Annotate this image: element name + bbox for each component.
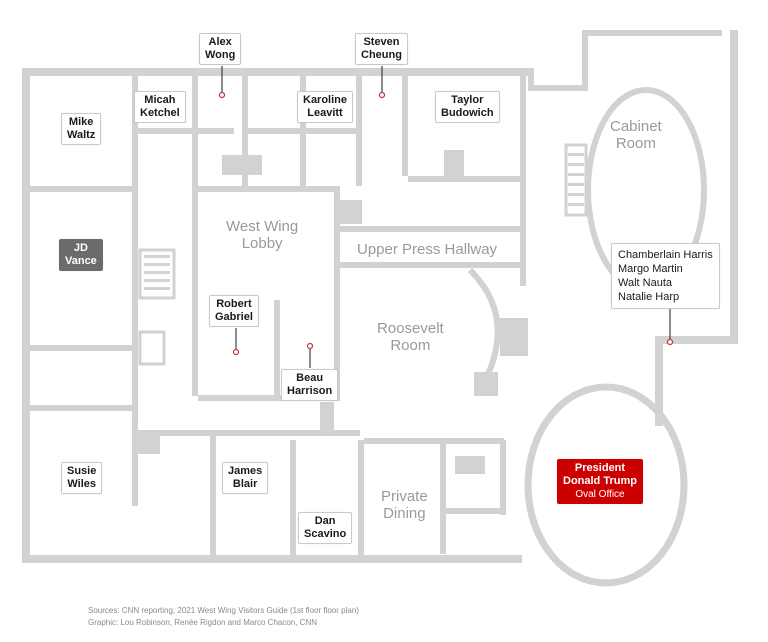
tag-dan-scavino: Dan Scavino (298, 512, 353, 544)
tag-susie-wiles-line2: Wiles (67, 478, 96, 490)
tag-steven-cheung-line2: Cheung (361, 49, 402, 61)
tag-jd-vance-line2: Vance (65, 255, 97, 267)
tag-alex-wong-line2: Wong (205, 49, 236, 61)
tag-robert-gabriel-line1: Robert (216, 298, 252, 310)
west-wing-lobby-label-line2: Lobby (241, 235, 283, 252)
walls (22, 30, 738, 563)
tag-president-line1: President (574, 462, 626, 474)
tag-james-blair-line2: Blair (232, 478, 258, 490)
tag-robert-gabriel: Robert Gabriel (209, 295, 259, 327)
west-wing-lobby-label: West Wing Lobby (226, 218, 298, 252)
roosevelt-room-curve (467, 267, 501, 392)
tag-steven-cheung: Steven Cheung (355, 33, 408, 65)
tag-taylor-budowich: Taylor Budowich (435, 91, 500, 123)
tag-susie-wiles: Susie Wiles (61, 462, 103, 494)
tag-robert-gabriel-line2: Gabriel (215, 311, 253, 323)
tag-micah-ketchel-line2: Ketchel (140, 107, 180, 119)
tag-james-blair-line1: James (228, 465, 263, 477)
roosevelt-room-label-line1: Roosevelt (377, 320, 444, 337)
tag-jd-vance: JD Vance (59, 239, 103, 271)
tag-dan-scavino-line2: Scavino (304, 528, 347, 540)
cabinet-room-label: Cabinet Room (610, 118, 662, 152)
tag-president-line3: Oval Office (575, 489, 625, 500)
graphic-credit-line: Graphic: Lou Robinson, Renée Rigdon and … (88, 618, 318, 627)
sources-note: Sources: CNN reporting, 2021 West Wing V… (88, 605, 359, 629)
tag-beau-harrison: Beau Harrison (281, 369, 339, 401)
tag-alex-wong: Alex Wong (199, 33, 242, 65)
tag-susie-wiles-line1: Susie (67, 465, 97, 477)
private-dining-label-line2: Dining (383, 505, 426, 522)
tag-james-blair: James Blair (222, 462, 269, 494)
tag-cabinet-group-line4: Natalie Harp (618, 291, 680, 303)
tag-micah-ketchel-line1: Micah (144, 94, 176, 106)
tag-beau-harrison-line2: Harrison (287, 385, 333, 397)
tag-alex-wong-line1: Alex (208, 36, 232, 48)
tag-jd-vance-line1: JD (73, 242, 88, 254)
tag-president-line2: Donald Trump (563, 475, 637, 487)
tag-mike-waltz-line1: Mike (68, 116, 94, 128)
tag-karoline-leavitt-line1: Karoline (303, 94, 348, 106)
location-dots (218, 91, 674, 356)
tag-cabinet-group-line1: Chamberlain Harris (618, 249, 713, 261)
pointer-lines (221, 66, 671, 368)
upper-press-hallway-label: Upper Press Hallway (357, 241, 498, 258)
tag-taylor-budowich-line2: Budowich (441, 107, 494, 119)
cabinet-room-label-line1: Cabinet (610, 118, 662, 135)
private-dining-label-line1: Private (381, 488, 428, 505)
private-dining-label: Private Dining (381, 488, 428, 522)
tag-cabinet-group: Chamberlain Harris Margo Martin Walt Nau… (611, 243, 720, 309)
roosevelt-room-label-line2: Room (390, 337, 431, 354)
sources-line: Sources: CNN reporting, 2021 West Wing V… (88, 606, 359, 615)
tag-steven-cheung-line1: Steven (363, 36, 400, 48)
west-wing-lobby-label-line1: West Wing (226, 218, 299, 235)
tag-karoline-leavitt-line2: Leavitt (307, 107, 343, 119)
tag-micah-ketchel: Micah Ketchel (134, 91, 186, 123)
tag-taylor-budowich-line1: Taylor (451, 94, 484, 106)
tag-president: President Donald Trump Oval Office (557, 459, 643, 504)
tag-dan-scavino-line1: Dan (314, 515, 336, 527)
tag-cabinet-group-line3: Walt Nauta (618, 277, 673, 289)
tag-karoline-leavitt: Karoline Leavitt (297, 91, 354, 123)
tag-mike-waltz-line2: Waltz (67, 129, 96, 141)
roosevelt-room-label: Roosevelt Room (377, 320, 444, 354)
cabinet-room-label-line2: Room (615, 135, 656, 152)
tag-mike-waltz: Mike Waltz (61, 113, 102, 145)
tag-beau-harrison-line1: Beau (296, 372, 324, 384)
oval-office-outline (524, 383, 688, 587)
tag-cabinet-group-line2: Margo Martin (618, 263, 683, 275)
